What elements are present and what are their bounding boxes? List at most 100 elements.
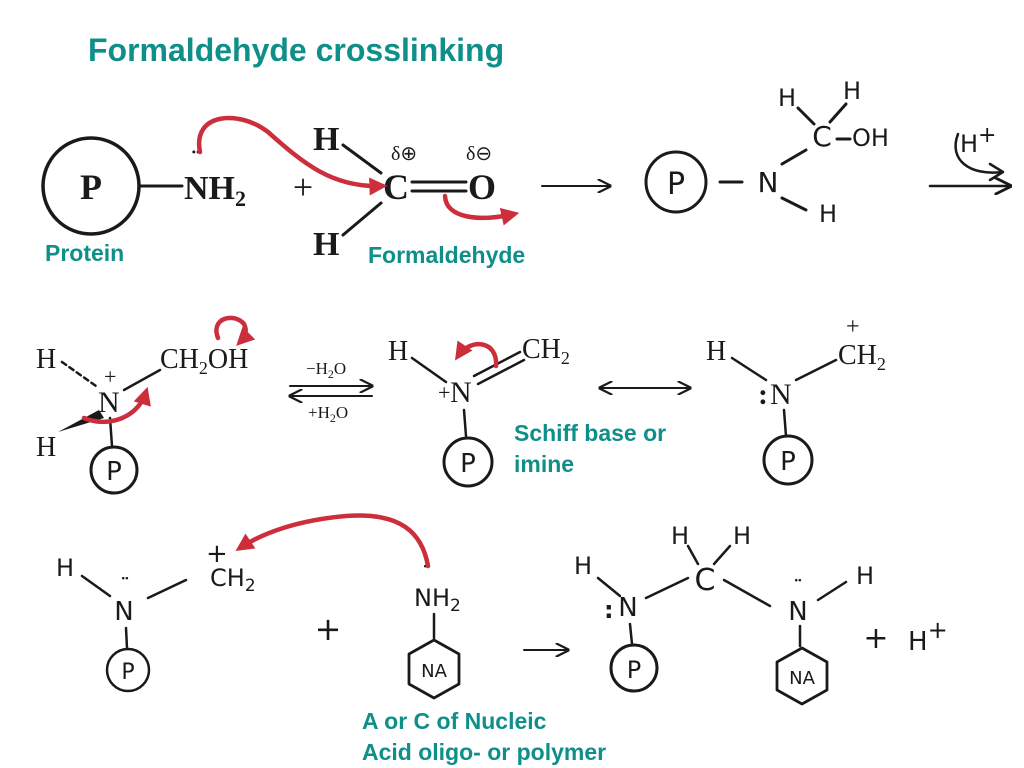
nucleic-acid-label: A or C of Nucleic Acid oligo- or polymer: [362, 706, 606, 768]
row3-n-lone-pair: ¨: [121, 572, 128, 597]
resonance-n-c-bond: [794, 358, 838, 382]
product-p-label: P: [667, 167, 685, 202]
crosslink-h1: H: [671, 522, 689, 550]
red-arrow-oh-leaving: [214, 315, 256, 346]
row3-ch2-charge: +: [206, 539, 228, 569]
imine-p-label: P: [460, 449, 476, 479]
row2-n-c-bond: [122, 368, 162, 392]
c-h1-bond: [796, 106, 816, 126]
delta-minus: δ⊖: [466, 143, 492, 165]
formaldehyde-carbon: C: [383, 167, 409, 207]
schiff-base-line-1: Schiff base or: [514, 420, 667, 446]
resonance-p-label: P: [780, 447, 796, 477]
resonance-p-circle: [762, 434, 814, 486]
resonance-charge: +: [846, 314, 860, 340]
crosslink-p-label: P: [627, 656, 641, 684]
row2-h-bottom: H: [36, 432, 56, 463]
crosslink-h2: H: [733, 522, 751, 550]
imine-charge: +: [438, 380, 450, 405]
crosslink-n-left: N: [618, 593, 637, 623]
resonance-nitrogen: N: [770, 378, 792, 411]
resonance-n-p-bond: [782, 408, 788, 438]
row2-h-top: H: [36, 344, 56, 375]
row-2-dehydration: H + N CH2OH H P −H2O +H2O H: [36, 314, 886, 495]
red-arrow-amine-to-carbon: [196, 115, 388, 196]
formaldehyde-oxygen: O: [468, 167, 496, 207]
amine-lone-pair: ¨: [192, 145, 201, 174]
crosslink-h-right: H: [856, 562, 874, 590]
red-arrow-pi-to-oxygen: [442, 193, 520, 226]
crosslink-h-left: H: [574, 552, 592, 580]
row3-h-left: H: [56, 554, 74, 582]
row-1-amine-attack: P ¨ NH2 + H H C O δ⊕ δ⊖ P N: [41, 77, 1010, 263]
released-proton: H+: [908, 616, 948, 657]
crosslink-n-h-bond: [816, 580, 848, 602]
red-arrow-nucleophilic-attack: [235, 513, 431, 569]
crosslink-h-n-bond: [596, 576, 622, 598]
imine-nitrogen: N: [450, 376, 472, 409]
slide-title: Formaldehyde crosslinking: [88, 32, 505, 68]
na-amine: NH2: [414, 584, 461, 616]
plus-sign-3: +: [863, 621, 888, 656]
catalyst-curved-arrow: [954, 132, 1004, 174]
product-n-hydrogen: H: [819, 200, 837, 228]
crosslink-c-h1-bond: [686, 544, 700, 566]
acid-catalyst-label: H+: [960, 123, 996, 158]
protein-label: Protein: [45, 240, 125, 266]
crosslink-c-h2-bond: [712, 544, 732, 566]
red-arrow-pi-bond: [454, 340, 499, 369]
resonance-h-bond: [730, 356, 768, 382]
row2-wedge-bond: [58, 410, 104, 432]
row3-n-ch2-bond: [146, 578, 188, 600]
resonance-lone-pair: :: [758, 378, 768, 411]
resonance-ch2: CH2: [838, 340, 886, 374]
crosslink-na-hexagon: [775, 646, 829, 706]
n-c-bond: [780, 148, 808, 166]
crosslink-lone-pair-right: ¨: [794, 574, 801, 599]
schiff-base-line-2: imine: [514, 451, 575, 477]
na-amine-lone-pair: ¨: [423, 560, 430, 585]
formaldehyde-label: Formaldehyde: [368, 242, 526, 268]
imine-h: H: [388, 336, 408, 367]
resonance-h: H: [706, 336, 726, 367]
imine-h-bond: [410, 356, 448, 384]
delta-plus: δ⊕: [391, 143, 417, 165]
crosslink-na-label: NA: [789, 668, 815, 689]
row3-p-label: P: [121, 660, 134, 685]
formaldehyde-h-top: H: [313, 121, 339, 158]
product-h1: H: [778, 84, 796, 112]
row2-p-label: P: [106, 457, 122, 487]
row3-p-circle: [105, 647, 151, 693]
crosslink-n-c-bond: [644, 576, 690, 600]
row2-charge: +: [104, 364, 116, 389]
row3-h-n-bond: [80, 574, 112, 598]
ch-bond-top: [341, 143, 383, 175]
schiff-base-label: Schiff base or imine: [514, 418, 666, 480]
na-label: NA: [421, 661, 447, 682]
imine-p-circle: [442, 436, 494, 488]
plus-sign-2: +: [315, 610, 342, 648]
imine-double-2: [476, 358, 526, 386]
crosslink-carbon: C: [695, 563, 716, 598]
product-carbon: C: [812, 120, 832, 153]
row2-p-circle: [89, 445, 139, 495]
forward-label: −H2O: [306, 359, 346, 381]
product-nitrogen: N: [758, 166, 779, 199]
crosslink-c-n-bond: [722, 578, 772, 608]
nucleic-acid-line-2: Acid oligo- or polymer: [362, 739, 607, 765]
protein-circle-label: P: [80, 167, 102, 207]
nucleic-acid-line-1: A or C of Nucleic: [362, 708, 547, 734]
crosslink-n-p-bond: [628, 622, 634, 646]
product-p-circle: [644, 150, 708, 214]
product-h2: H: [843, 77, 861, 105]
c-h2-bond: [828, 102, 848, 124]
product-hydroxyl: OH: [852, 124, 889, 152]
na-hexagon: [407, 638, 461, 700]
row-3-crosslink: H ¨ N + CH2 P + ¨ NH2 NA H :: [56, 513, 948, 706]
reverse-label: +H2O: [308, 403, 348, 425]
row3-ch2: CH2: [210, 564, 256, 596]
row2-ch2oh: CH2OH: [160, 344, 248, 378]
n-h-bond: [780, 196, 808, 212]
